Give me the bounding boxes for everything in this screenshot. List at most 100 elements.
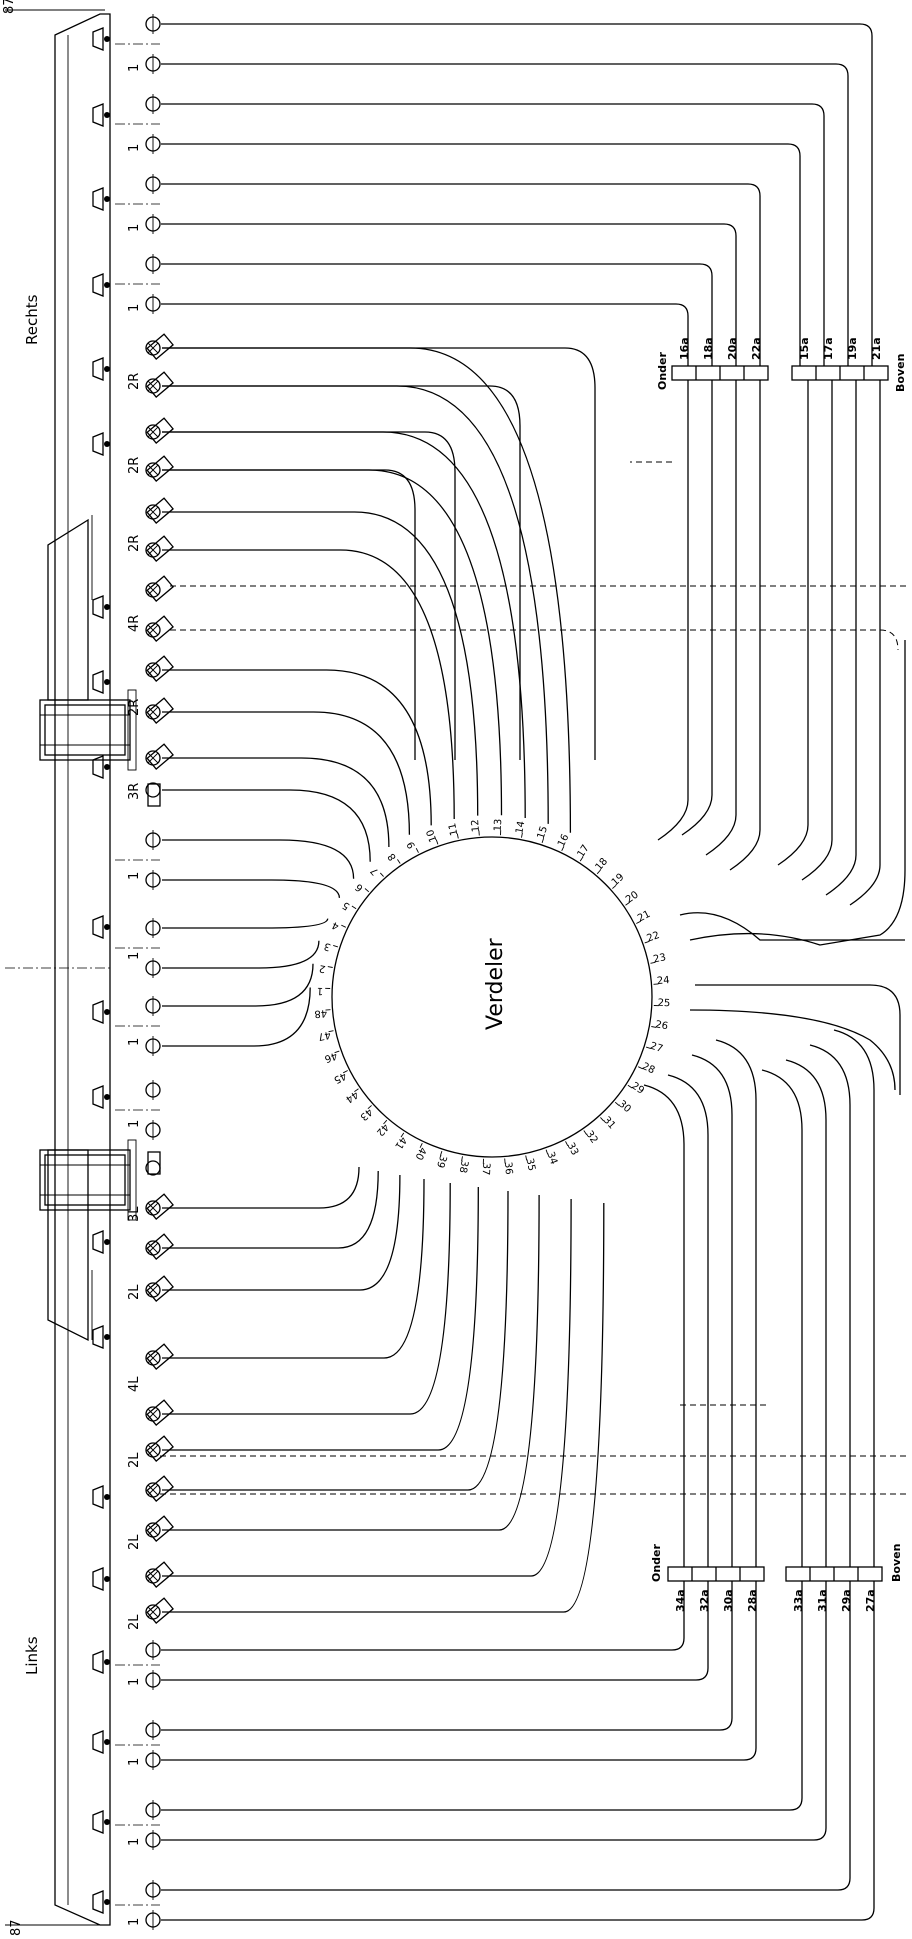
fan-wire-top-10: [162, 839, 355, 879]
port-label-14: 14: [514, 820, 527, 835]
left-terminal-rise-1: [667, 1074, 709, 1567]
top-fan-wire-1: [162, 385, 521, 760]
right-terminal-drop-4: [777, 380, 809, 866]
port-label-2: 2: [318, 962, 326, 974]
port-label-25: 25: [657, 998, 670, 1010]
port-label-7: 7: [369, 865, 381, 877]
top-fan-wire-2: [162, 431, 456, 760]
port-label-23: 23: [652, 952, 667, 965]
right-cylinder-3R-head: [145, 782, 161, 798]
fan-wire-top-0: [162, 347, 572, 833]
distributor: Verdeler: [331, 836, 653, 1158]
right-valve-7-cross-b: [147, 664, 159, 676]
port-tick-21: [636, 920, 642, 924]
left-terminal-rise-5: [785, 1059, 827, 1567]
top-fan-wire-3: [162, 469, 416, 760]
port-label-37: 37: [480, 1162, 492, 1175]
top-wire-2: [161, 103, 825, 366]
port-label-39: 39: [434, 1154, 448, 1170]
port-label-48: 48: [314, 1007, 328, 1019]
fan-wire-top-7: [162, 711, 411, 835]
terminal-15a: 15a: [798, 337, 811, 360]
right-valve-3: [145, 424, 161, 440]
port-label-9: 9: [405, 839, 418, 850]
left-valve-8-cross-b: [147, 1524, 159, 1536]
left-terminal-rise-4: [761, 1069, 803, 1567]
port-label-11: 11: [447, 822, 460, 837]
port-label-12: 12: [470, 819, 482, 833]
terminal-27a: 27a: [864, 1589, 877, 1612]
port-tick-9: [415, 847, 419, 853]
right-valve-4R-b: [145, 622, 161, 638]
fan-wire-top-2: [162, 431, 526, 819]
port-label-34: 34: [544, 1150, 559, 1166]
left-fan-wire-4: [162, 1182, 451, 1415]
right-valve-4: [145, 462, 161, 478]
port-label-36: 36: [502, 1162, 514, 1176]
right-terminal-drop-0: [657, 380, 689, 841]
port-label-27: 27: [649, 1041, 665, 1055]
right-device-label-2R-b: 2R: [127, 457, 142, 474]
right-device-label-3: 1: [127, 304, 142, 312]
fan-wire-top-11: [162, 879, 341, 899]
port-tick-29: [627, 1084, 633, 1089]
right-onder-label: Onder: [656, 351, 669, 390]
port-label-33: 33: [565, 1141, 581, 1157]
fan-wire-top-12: [162, 918, 329, 929]
port-label-40: 40: [413, 1145, 428, 1161]
right-loop-d: [689, 1009, 896, 1091]
left-valve-9-cross-b: [147, 1570, 159, 1582]
left-terminal-rise-7: [833, 1029, 875, 1567]
left-terminal-rise-6: [809, 1044, 851, 1567]
fan-wire-top-1: [162, 385, 549, 824]
port-tick-7: [379, 872, 384, 877]
side-label-right: Rechts: [23, 294, 41, 345]
port-label-16: 16: [556, 833, 571, 849]
bottom-wire-1: [161, 1581, 709, 1681]
fan-wire-top-14: [162, 963, 314, 1007]
left-fan-wire-9: [162, 1202, 605, 1613]
right-valve-9: [145, 750, 161, 766]
port-tick-6: [364, 888, 370, 893]
left-fan-wire-7: [162, 1194, 540, 1531]
right-device-label-2R-d: 2R: [127, 699, 142, 716]
port-tick-39: [439, 1150, 443, 1156]
port-label-47: 47: [317, 1029, 332, 1042]
left-valve-4: [145, 1350, 161, 1366]
left-device-label-1-5: 1: [127, 1838, 142, 1846]
left-fan-wire-0: [162, 1166, 360, 1209]
right-boven-label: Boven: [894, 354, 907, 392]
port-label-42: 42: [374, 1121, 391, 1138]
bottom-wire-4: [161, 1581, 803, 1811]
port-tick-38: [461, 1156, 463, 1162]
terminal-34a: 34a: [674, 1589, 687, 1612]
dashed-crossovers: [160, 461, 908, 1495]
right-valve-3-cross-b: [147, 426, 159, 438]
left-device-label-1-a: 1: [127, 1038, 142, 1046]
port-tick-11: [456, 833, 459, 839]
port-tick-32: [583, 1130, 587, 1135]
left-fan-wire-2: [162, 1174, 401, 1291]
terminal-17a: 17a: [822, 337, 835, 360]
right-device-label-1-b: 1: [127, 952, 142, 960]
port-label-18: 18: [593, 856, 610, 873]
port-label-13: 13: [493, 818, 505, 831]
port-tick-42: [383, 1119, 388, 1125]
left-valve-1: [145, 1200, 161, 1216]
terminal-33a: 33a: [792, 1589, 805, 1612]
top-wire-6: [161, 263, 713, 366]
port-tick-45: [342, 1070, 348, 1074]
port-label-4: 4: [330, 919, 340, 932]
right-valve-9-cross-b: [147, 752, 159, 764]
right-terminal-drop-2: [705, 380, 737, 856]
port-tick-2: [327, 966, 333, 968]
port-tick-18: [596, 869, 601, 875]
right-valve-1: [145, 340, 161, 356]
top-wire-0: [161, 23, 873, 366]
left-fan-wire-3: [162, 1178, 425, 1359]
right-valve-8-cross-b: [147, 706, 159, 718]
right-device-label-2R-c: 2R: [127, 535, 142, 552]
port-label-30: 30: [616, 1098, 633, 1115]
left-terminal-rise-2: [691, 1054, 733, 1567]
right-valve-5: [145, 504, 161, 520]
